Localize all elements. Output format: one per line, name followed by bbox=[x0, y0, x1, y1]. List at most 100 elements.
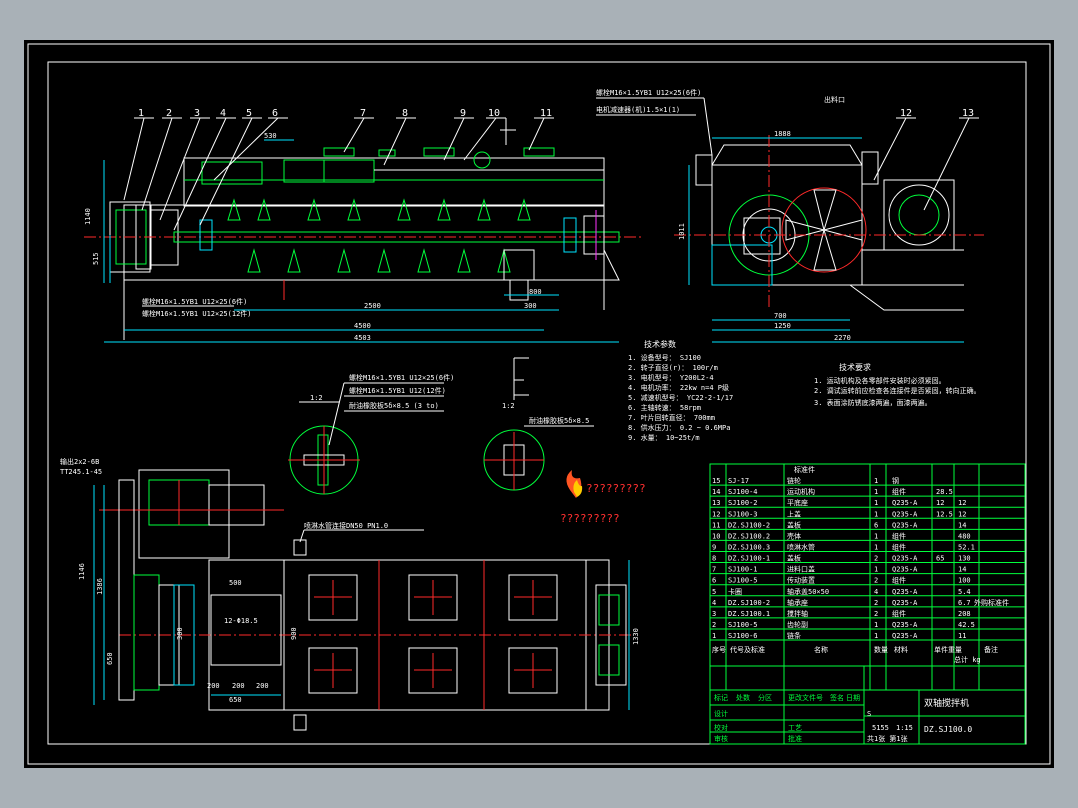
side-note-1: 螺栓M16×1.5YB1 U12×25(6件) bbox=[596, 88, 701, 97]
bom-cell-note: 52.1 bbox=[958, 543, 975, 551]
side-dim-700: 700 bbox=[774, 312, 787, 320]
title-row-4: 更改文件号 bbox=[788, 693, 823, 702]
plan-dim-1386: 1386 bbox=[96, 578, 104, 595]
watermark-text: ????????? bbox=[586, 482, 646, 495]
bom-cell-note: 6.7 bbox=[958, 599, 971, 607]
bom-cell-mat: Q235-A bbox=[892, 632, 918, 640]
plan-dim-500: 500 bbox=[229, 579, 242, 587]
bom-cell-code: SJ100-1 bbox=[728, 566, 758, 574]
dim-530: 530 bbox=[264, 132, 277, 140]
title-stage: S bbox=[867, 710, 871, 718]
bom-h-wt: 单件重量 bbox=[934, 645, 962, 654]
bom-cell-qty: 2 bbox=[874, 577, 878, 585]
bom-cell-name: 齿轮副 bbox=[787, 620, 808, 629]
side-note-3: 出料口 bbox=[824, 95, 845, 104]
bom-cell-n: 6 bbox=[712, 577, 716, 585]
tech-req-2: 2. 调试运转前应检查各连接件是否紧固，转向正确。 bbox=[814, 386, 981, 395]
front-note-1: 螺栓M16×1.5YB1 U12×25(6件) bbox=[142, 297, 247, 306]
bom-cell-n: 3 bbox=[712, 610, 716, 618]
detail-right-scale: 1:2 bbox=[502, 402, 515, 410]
title-sheet: 共1张 第1张 bbox=[867, 734, 908, 743]
bom-cell-n: 8 bbox=[712, 555, 716, 563]
bom-cell-code: SJ100-5 bbox=[728, 577, 758, 585]
dim-2500: 2500 bbox=[364, 302, 381, 310]
bom-h-code: 代号及标准 bbox=[730, 645, 765, 654]
bom-cell-mat: 组件 bbox=[892, 542, 906, 551]
bom-cell-mat: Q235-A bbox=[892, 588, 918, 596]
bom-cell-n: 5 bbox=[712, 588, 716, 596]
tech-reqs: 技术要求 1. 运动机构及各零部件安装时必须紧固。 2. 调试运转前应检查各连接… bbox=[814, 362, 981, 407]
plan-dim-300: 300 bbox=[176, 627, 184, 640]
bom-cell-mat: 钢 bbox=[892, 476, 899, 485]
dim-h515: 515 bbox=[92, 252, 100, 265]
detail-right-note: 耐油橡胶板5δ×8.5 bbox=[529, 416, 589, 425]
bom-cell-mat: 组件 bbox=[892, 531, 906, 540]
bom-cell-qty: 6 bbox=[874, 521, 878, 529]
balloon-9: 9 bbox=[460, 108, 466, 119]
bom-extra-note: 外购标准件 bbox=[974, 598, 1009, 607]
bom-cell-code: SJ100-2 bbox=[728, 499, 758, 507]
title-row-2: 处数 bbox=[736, 693, 750, 702]
bom-cell-n: 2 bbox=[712, 621, 716, 629]
bom-cell-mat: Q235-A bbox=[892, 521, 918, 529]
plan-dim-650b: 650 bbox=[106, 652, 114, 665]
bom-cell-name: 搅拌轴 bbox=[787, 609, 808, 618]
bom-cell-code: DZ.SJ100.2 bbox=[728, 532, 770, 540]
bom-cell-code: SJ-17 bbox=[728, 477, 749, 485]
bom-cell-n: 11 bbox=[712, 521, 720, 529]
bom-cell-name: 上盖 bbox=[787, 509, 801, 518]
bom-h-note: 备注 bbox=[984, 645, 998, 654]
balloon-4: 4 bbox=[220, 108, 226, 119]
bom-cell-mat: Q235-A bbox=[892, 555, 918, 563]
title-scale: 1:15 bbox=[896, 724, 913, 732]
balloon-12: 12 bbox=[900, 108, 912, 119]
detail-left-note-3: 耐油橡胶板5δ×8.5 (3 to) bbox=[349, 401, 439, 410]
tech-param-8: 8. 供水压力： 0.2 ~ 0.6MPa bbox=[628, 423, 730, 432]
side-dim-1888: 1888 bbox=[774, 130, 791, 138]
title-row-5: 签名 bbox=[830, 693, 844, 702]
plan-dim-1146: 1146 bbox=[78, 563, 86, 580]
bom-cell-n: 7 bbox=[712, 566, 716, 574]
bom-cell-wt: 28.5 bbox=[936, 488, 953, 496]
balloon-11: 11 bbox=[540, 108, 552, 119]
side-view: 1011 1888 700 1250 2270 螺栓M16×1.5YB1 U12… bbox=[596, 88, 984, 343]
dim-4503: 4503 bbox=[354, 334, 371, 342]
bom-h-qty: 数量 bbox=[874, 645, 888, 654]
title-drawing-no: DZ.SJ100.0 bbox=[924, 725, 972, 734]
plan-view: 1146 1386 1330 500 900 200 200 200 650 1… bbox=[60, 457, 640, 731]
bom-cell-wt: 12.5 bbox=[936, 510, 953, 518]
plan-left-note-1: 输出2x2-6B bbox=[60, 457, 99, 466]
balloon-1: 1 bbox=[138, 108, 144, 119]
detail-right: 1:2 耐油橡胶板5δ×8.5 bbox=[483, 357, 594, 491]
side-note-2: 电机减速器(机)1.5×1(1) bbox=[596, 105, 680, 114]
tech-req-1: 1. 运动机构及各零部件安装时必须紧固。 bbox=[814, 376, 946, 385]
bom-cell-code: DZ.SJ100-2 bbox=[728, 599, 770, 607]
title-weight: 5155 bbox=[872, 724, 889, 732]
drawing-sheet: 1140 515 2500 300 4500 4503 530 800 螺栓M1… bbox=[24, 40, 1054, 768]
bom-cell-code: DZ.SJ100.1 bbox=[728, 610, 770, 618]
detail-left-scale: 1:2 bbox=[310, 394, 323, 402]
title-row-9: 审核 bbox=[714, 734, 728, 743]
bom-cell-name: 壳体 bbox=[787, 531, 801, 540]
bom-cell-qty: 1 bbox=[874, 488, 878, 496]
bom-cell-code: SJ100-5 bbox=[728, 621, 758, 629]
bom-cell-n: 4 bbox=[712, 599, 716, 607]
bom-cell-name: 链轮 bbox=[787, 476, 801, 485]
bom-cell-note: 11 bbox=[958, 632, 966, 640]
front-view: 1140 515 2500 300 4500 4503 530 800 螺栓M1… bbox=[84, 132, 644, 343]
detail-left-note-1: 螺栓M16×1.5YB1 U12×25(6件) bbox=[349, 373, 454, 382]
dim-800: 800 bbox=[529, 288, 542, 296]
balloon-8: 8 bbox=[402, 108, 408, 119]
bom-cell-name: 盖板 bbox=[787, 520, 801, 529]
bom-cell-qty: 2 bbox=[874, 599, 878, 607]
watermark-text-2: ????????? bbox=[560, 512, 620, 525]
tech-req-3: 3. 表面涂防锈底漆两遍，面漆两遍。 bbox=[814, 398, 932, 407]
title-row-1: 标记 bbox=[714, 693, 728, 702]
tech-param-1: 1. 设备型号： SJ100 bbox=[628, 353, 701, 362]
bom-cell-code: SJ100-3 bbox=[728, 510, 758, 518]
bom-cell-note: 480 bbox=[958, 532, 971, 540]
tech-param-2: 2. 转子直径(r)： 100r/m bbox=[628, 363, 718, 372]
bom-cell-note: 42.5 bbox=[958, 621, 975, 629]
title-drawing-name: 双轴搅拌机 bbox=[924, 697, 969, 709]
